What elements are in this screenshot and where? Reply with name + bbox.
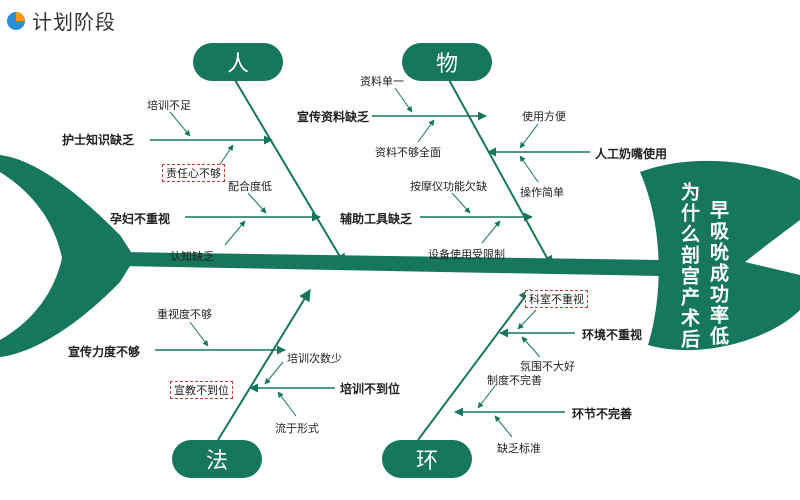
cause-imperfect-system: 制度不完善 [487,374,542,387]
fish-spine [120,252,660,276]
problem-statement-line2: 为什么剖宫产术后 [678,182,700,350]
category-methods: 法 [172,440,262,478]
cause-imperfect-process: 环节不完善 [572,407,633,421]
cause-nurse-knowledge: 护士知识缺乏 [62,133,135,147]
problem-statement-line1: 早吸吮成功率低 [707,200,729,347]
category-people: 人 [193,43,283,81]
cause-poor-atmosphere: 氛围不大好 [520,360,575,373]
category-environment: 环 [382,440,472,478]
cause-lack-promotion-materials: 宣传资料缺乏 [297,110,370,124]
cause-lack-standards: 缺乏标准 [497,442,541,455]
cause-weak-promotion: 宣传力度不够 [68,345,141,359]
cause-insufficient-training: 培训不足 [147,99,191,112]
fish-head [640,160,800,351]
page-title: 计划阶段 [32,10,116,34]
cause-pacifier-use: 人工奶嘴使用 [595,147,668,161]
cause-department-neglect: 科室不重视 [525,290,588,308]
cause-massager-deficient: 按摩仪功能欠缺 [410,180,487,193]
cause-pregnant-neglect: 孕妇不重视 [110,212,171,226]
title-bar: 计划阶段 [6,6,116,35]
cause-responsibility: 责任心不够 [162,164,225,182]
cause-lack-tools: 辅助工具缺乏 [340,212,413,226]
cause-equipment-limited: 设备使用受限制 [428,248,505,261]
cause-inadequate-training: 培训不到位 [340,382,401,396]
cause-incomplete-materials: 资料不够全面 [375,146,441,159]
cause-environment-neglect: 环境不重视 [582,328,643,342]
cause-simple-operation: 操作简单 [520,186,564,199]
cause-low-attention: 重视度不够 [157,308,212,321]
cause-few-trainings: 培训次数少 [287,352,342,365]
cause-easy-to-use: 使用方便 [522,110,566,123]
cause-low-cooperation: 配合度低 [228,180,272,193]
category-materials: 物 [402,43,492,81]
logo-icon [7,11,25,30]
cause-lack-awareness: 认知缺乏 [170,250,214,263]
cause-poor-education: 宣教不到位 [170,381,233,399]
cause-formalism: 流于形式 [275,422,319,435]
cause-single-material: 资料单一 [360,75,404,88]
fish-tail [0,155,135,357]
